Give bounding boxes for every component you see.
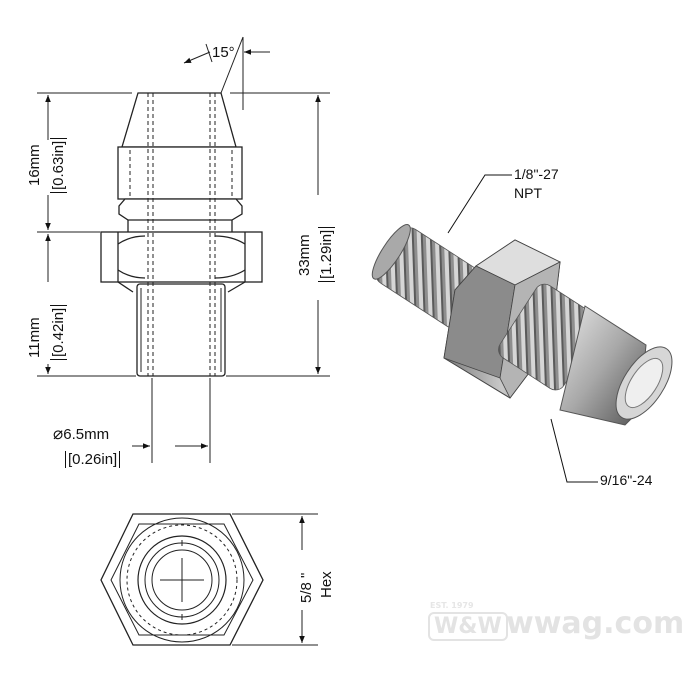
dim-33mm-label: 33mm	[296, 234, 313, 276]
thread-top-label-1: 1/8"-27	[514, 166, 559, 182]
watermark-est: EST. 1979	[430, 601, 474, 610]
leader-top	[447, 174, 512, 234]
watermark-logo: W&W	[428, 612, 508, 641]
iso-view	[371, 174, 673, 483]
watermark-url: wwag.com	[506, 606, 685, 641]
hex-size-label: 5/8 "	[298, 572, 315, 603]
iso-nose	[559, 305, 673, 426]
dim-16mm-inch-label: [0.63in]	[50, 137, 67, 193]
thread-top-label-2: NPT	[514, 185, 542, 201]
upper-ring	[117, 146, 243, 200]
lower-stem	[136, 283, 226, 377]
neck	[118, 198, 243, 221]
top-view	[100, 513, 318, 646]
diameter-label: ⌀6.5mm	[53, 424, 109, 444]
thread-bottom-label: 9/16"-24	[600, 472, 653, 488]
diameter-symbol: ⌀	[53, 424, 64, 444]
angle-label: 15°	[212, 44, 235, 61]
leader-bottom	[550, 418, 598, 483]
dim-11mm-label: 11mm	[26, 317, 43, 358]
dim-33mm-inch-label: [1.29in]	[318, 226, 335, 282]
hex-word-label: Hex	[318, 571, 335, 598]
dim-16mm-label: 16mm	[26, 144, 43, 186]
diameter-inch-label: [0.26in]	[65, 451, 121, 468]
dim-11mm-inch-label: [0.42in]	[50, 304, 67, 360]
tapered-nose	[121, 92, 237, 148]
hex-body	[100, 231, 263, 283]
side-view	[37, 36, 330, 463]
diameter-value: 6.5mm	[63, 426, 110, 443]
